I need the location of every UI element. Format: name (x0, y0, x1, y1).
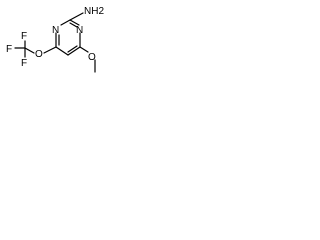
double-bond-c2-n3 (69, 22, 78, 28)
atom-label-fluorine-bottom: F (21, 58, 27, 69)
bond-c4-o-methoxy (79, 46, 89, 53)
atom-label-ring-n-upper: N (76, 25, 83, 36)
atom-label-fluorine-top: F (21, 31, 27, 42)
bond-c6-o-trifluoromethoxy (43, 46, 57, 54)
atom-label-group: NH2 N N O O F F F (6, 6, 104, 69)
bond-o-cf3 (24, 47, 35, 54)
atom-label-ring-n-lower: N (52, 25, 59, 36)
bond-c2-nh2 (69, 12, 84, 21)
bond-c4-c5 (67, 46, 81, 56)
bond-c5-c6 (55, 46, 69, 56)
chemical-structure-diagram: NH2 N N O O F F F (6, 6, 104, 73)
double-bond-c4-c5 (67, 45, 78, 53)
atom-label-amine: NH2 (84, 6, 104, 17)
bond-group (14, 12, 96, 73)
atom-label-ether-o-left: O (35, 49, 43, 60)
atom-label-fluorine-left: F (6, 44, 12, 55)
bond-c2-n1 (60, 19, 71, 26)
atom-label-ether-o-right: O (88, 52, 96, 63)
bond-c2-n3 (69, 19, 80, 26)
